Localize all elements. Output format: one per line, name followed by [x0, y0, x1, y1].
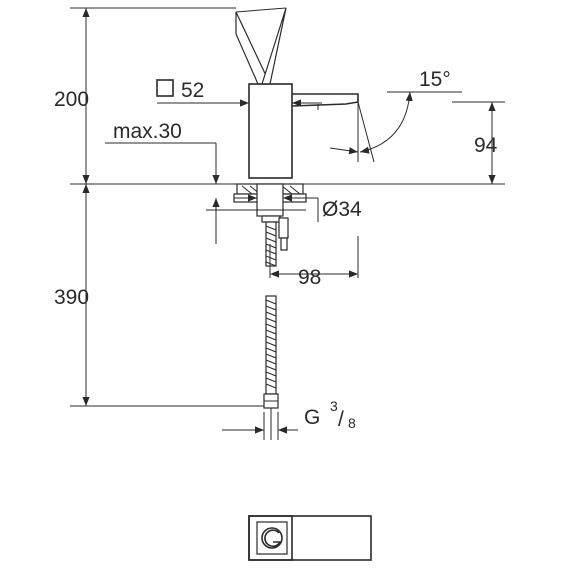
- angle-label: 15°: [419, 68, 451, 91]
- dimension-square-52: 52: [156, 79, 322, 107]
- dimension-angle-15: 15°: [329, 68, 462, 163]
- thread-numerator-label: 3: [330, 398, 338, 414]
- thread-prefix-label: G: [304, 406, 320, 429]
- dimension-200-label: 200: [54, 88, 89, 111]
- dimension-thread: G 3 / 8: [222, 398, 356, 440]
- top-view: [248, 515, 372, 561]
- dimension-max30-label: max.30: [113, 120, 182, 143]
- thread-denominator-label: 8: [348, 415, 356, 431]
- dimension-94-label: 94: [474, 134, 498, 157]
- dimension-390-label: 390: [54, 286, 89, 309]
- faucet-body: [235, 7, 359, 179]
- diameter-label: Ø34: [322, 198, 362, 221]
- dimension-diameter-34: Ø34: [234, 194, 362, 222]
- dimension-52-label: 52: [181, 79, 204, 102]
- hose-lower: [263, 295, 279, 440]
- dimension-max-30: max.30: [105, 120, 220, 244]
- square-symbol-icon: [156, 79, 174, 97]
- mounting-assembly: [206, 183, 307, 251]
- hose-upper: [265, 221, 277, 267]
- dimension-98-label: 98: [298, 266, 321, 289]
- dimension-390: 390: [54, 184, 90, 406]
- thread-slash-label: /: [338, 408, 344, 431]
- dimension-200: 200: [54, 8, 90, 184]
- dimension-98: 98: [269, 236, 359, 289]
- dimension-94: 94: [452, 101, 505, 184]
